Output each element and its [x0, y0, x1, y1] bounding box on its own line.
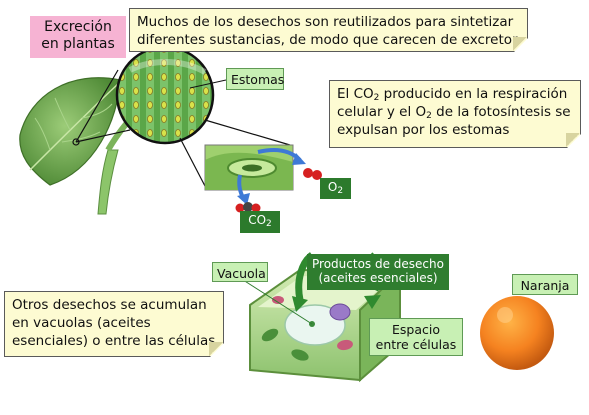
espacio-label: Espacio entre células — [369, 318, 463, 356]
zoom-line-stoma-2 — [204, 119, 291, 146]
orange-fruit — [480, 296, 554, 370]
vacuola-pointer — [239, 277, 313, 325]
co2-label: CO2 — [240, 211, 280, 233]
co2-molecule — [235, 202, 261, 213]
note-gases: El CO2 producido en la respiración celul… — [329, 80, 581, 148]
estomas-pointer — [189, 79, 227, 89]
note-gases-text-2: producido en la respiración celular y el… — [337, 86, 568, 120]
leaf-zoom-point — [72, 138, 80, 146]
o2-subscript: 2 — [426, 111, 432, 121]
note-gases-text-1: El CO — [337, 86, 374, 102]
o2-label-subscript: 2 — [337, 186, 344, 196]
vacuola-label: Vacuola — [212, 262, 268, 282]
leaf-illustration — [19, 77, 142, 215]
note-vacuoles-text: Otros desechos se acumulan en vacuolas (… — [12, 297, 216, 349]
co2-label-text: CO — [248, 213, 267, 227]
stoma-closeup — [204, 140, 306, 205]
naranja-label: Naranja — [512, 274, 578, 295]
note-vacuoles: Otros desechos se acumulan en vacuolas (… — [4, 291, 224, 357]
co2-subscript: 2 — [373, 93, 380, 103]
o2-label-text: O — [327, 180, 338, 194]
stomata-magnifier — [115, 45, 215, 145]
page-title: Excreción en plantas — [30, 16, 126, 58]
zoom-line-stoma-1 — [179, 137, 207, 189]
co2-label-subscript: 2 — [266, 219, 272, 229]
productos-label: Productos de desecho (aceites esenciales… — [307, 254, 449, 290]
nucleus-shape — [329, 303, 351, 321]
note-reuse-text: Muchos de los desechos son reutilizados … — [137, 14, 518, 48]
zoom-line-bottom — [75, 129, 131, 143]
estomas-label: Estomas — [226, 68, 284, 90]
vacuole-shape — [284, 304, 346, 346]
o2-label: O2 — [320, 178, 351, 199]
note-reuse: Muchos de los desechos son reutilizados … — [129, 8, 528, 52]
note-gases-text-3: de la fotosíntesis se expulsan por los e… — [337, 104, 571, 138]
o2-molecule — [303, 168, 322, 180]
zoom-line-top — [75, 69, 119, 143]
